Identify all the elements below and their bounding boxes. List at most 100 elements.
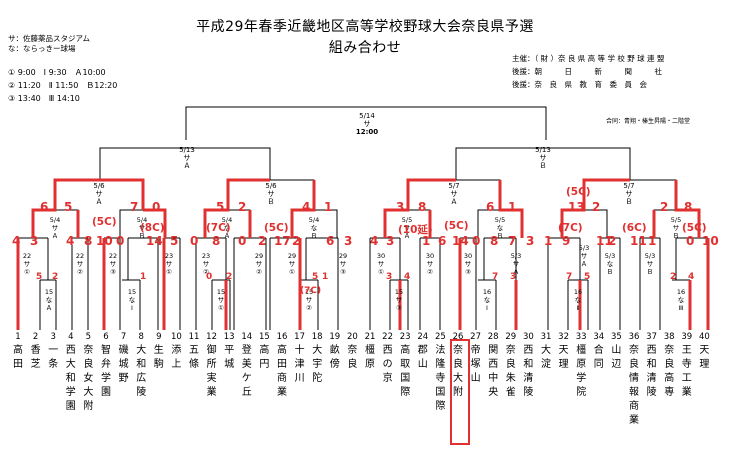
team-number: 28 <box>487 332 499 342</box>
venue-legend-s: サ：佐藤薬品スタジアム <box>8 34 90 43</box>
score: 2 <box>608 234 617 248</box>
team-name: 大和広陵 <box>136 345 147 398</box>
score: 4 <box>688 272 695 282</box>
team-name: 帝塚山 <box>470 345 481 384</box>
score: 7 <box>508 234 517 248</box>
schedule-row-1: ① 9:00 Ⅰ 9:30 Ａ10:00 <box>8 68 106 77</box>
team-name: 平城 <box>224 345 235 370</box>
team-name: 大宇陀 <box>312 345 323 384</box>
team-number: 29 <box>505 332 517 342</box>
team-number: 17 <box>294 332 305 342</box>
score: 5 <box>170 234 179 248</box>
score: 3 <box>344 234 353 248</box>
team-number: 27 <box>470 332 481 342</box>
score: 8 <box>84 234 93 248</box>
team-number: 15 <box>258 332 270 342</box>
score: 17 <box>274 234 291 248</box>
team-name: 関西中央 <box>488 345 499 398</box>
team-number: 26 <box>452 332 464 342</box>
team-name: 高田商業 <box>277 345 287 398</box>
combined-team-note: 合同：青翔・榛生昇陽・二階堂 <box>606 118 691 125</box>
score: 2 <box>592 200 601 214</box>
game-note: (8C) <box>140 222 165 234</box>
team-number: 2 <box>32 332 39 342</box>
score: 4 <box>302 200 311 214</box>
score: 5 <box>216 200 225 214</box>
team-name: 合同 <box>593 345 604 370</box>
score: 10 <box>702 234 719 248</box>
score: 11 <box>630 234 647 248</box>
score: 3 <box>396 200 405 214</box>
team-number: 18 <box>311 332 323 342</box>
team-name: 香芝 <box>30 345 41 370</box>
score: 2 <box>258 234 267 248</box>
score: 14 <box>146 234 163 248</box>
schedule-row-2: ② 11:20 Ⅱ 11:50 Ｂ12:20 <box>8 81 118 90</box>
score: 5 <box>584 272 591 282</box>
score: 6 <box>438 234 447 248</box>
score: 2 <box>238 200 247 214</box>
game-note: (5C) <box>264 222 289 234</box>
score: 6 <box>486 200 495 214</box>
score: 2 <box>660 200 669 214</box>
team-name: 高取国際 <box>400 345 411 398</box>
team-name: 山辺 <box>611 345 622 370</box>
team-number: 7 <box>120 332 127 342</box>
team-number: 21 <box>364 332 376 342</box>
score: 5 <box>64 200 73 214</box>
score: 3 <box>526 234 535 248</box>
sponsor-1: 後援：朝 日 新 聞 社 <box>512 67 662 76</box>
page-subtitle: 組み合わせ <box>328 40 402 56</box>
score: 2 <box>226 272 233 282</box>
score: 0 <box>238 234 247 248</box>
team-name: 天理 <box>558 345 569 370</box>
team-number: 5 <box>85 332 92 342</box>
score: 5 <box>36 272 43 282</box>
team-name: 五條 <box>189 345 199 370</box>
score: 3 <box>386 272 393 282</box>
team-name: 法隆寺国際 <box>435 345 446 412</box>
team-number: 8 <box>138 332 144 342</box>
score: 0 <box>116 234 125 248</box>
team-number: 35 <box>610 332 622 342</box>
team-name: 西和清陵 <box>523 345 534 398</box>
score: 4 <box>66 234 75 248</box>
team-name: 生駒 <box>153 345 164 370</box>
game-note: (10延) <box>398 224 433 236</box>
score: 6 <box>326 234 335 248</box>
game-note: (7C) <box>300 286 322 296</box>
team-name: 一条 <box>48 345 59 370</box>
team-number: 12 <box>206 332 217 342</box>
team-number: 31 <box>540 332 552 342</box>
score: 8 <box>684 200 693 214</box>
team-number: 33 <box>575 332 587 342</box>
score: 3 <box>510 272 517 282</box>
score: 14 <box>452 234 469 248</box>
game-note: (5C) <box>682 222 707 234</box>
score: 3 <box>30 234 39 248</box>
team-name: 西の京 <box>382 345 393 384</box>
game-note: (6C) <box>622 222 647 234</box>
team-number: 13 <box>223 332 235 342</box>
